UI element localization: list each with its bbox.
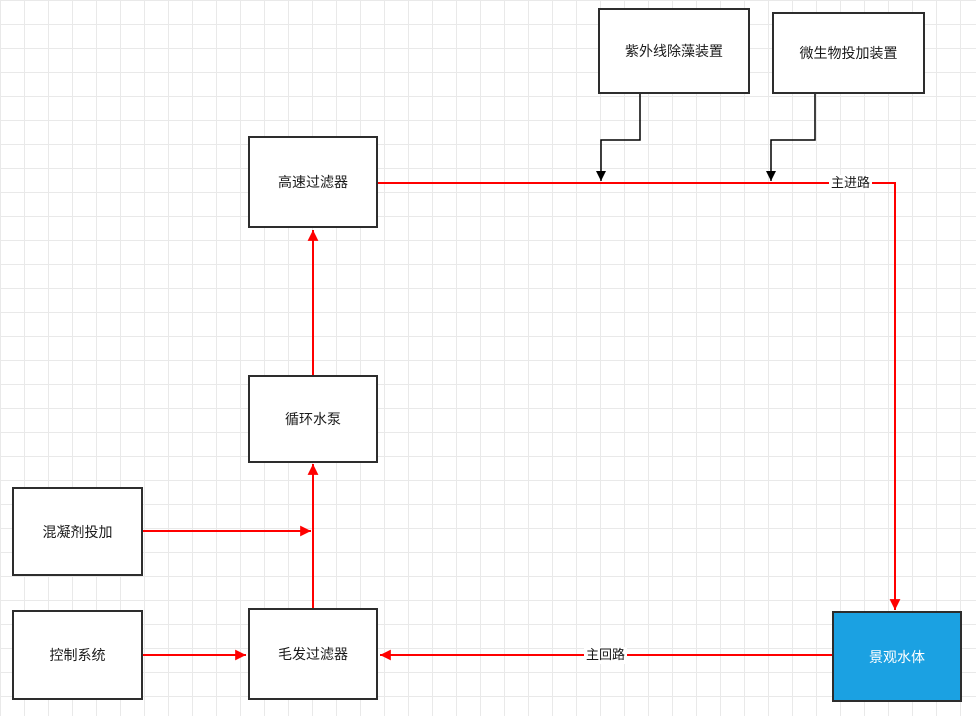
edge-main-inlet[interactable] [378,182,901,610]
node-label: 混凝剂投加 [42,524,113,541]
node-landscape-water[interactable]: 景观水体 [832,611,962,702]
node-label: 紫外线除藻装置 [625,44,723,60]
node-uv-algae-removal[interactable]: 紫外线除藻装置 [598,8,750,94]
node-label: 微生物投加装置 [799,46,898,62]
node-hair-filter[interactable]: 毛发过滤器 [248,608,378,700]
node-label: 循环水泵 [285,412,341,428]
node-circulation-pump[interactable]: 循环水泵 [248,375,378,463]
node-label: 景观水体 [869,649,925,666]
node-microbial-dosing[interactable]: 微生物投加装置 [772,12,925,94]
node-coagulant-dosing[interactable]: 混凝剂投加 [12,487,143,576]
node-label: 毛发过滤器 [278,647,348,663]
node-high-speed-filter[interactable]: 高速过滤器 [248,136,378,228]
node-label: 高速过滤器 [278,175,348,191]
node-control-system[interactable]: 控制系统 [12,610,143,700]
edge-label-main-inlet[interactable]: 主进路 [829,175,873,192]
edge-uv-to-main-line[interactable] [596,94,641,181]
node-label: 控制系统 [49,648,106,664]
edge-label-main-return[interactable]: 主回路 [584,647,628,664]
edge-microbial-to-main-line[interactable] [766,94,816,181]
